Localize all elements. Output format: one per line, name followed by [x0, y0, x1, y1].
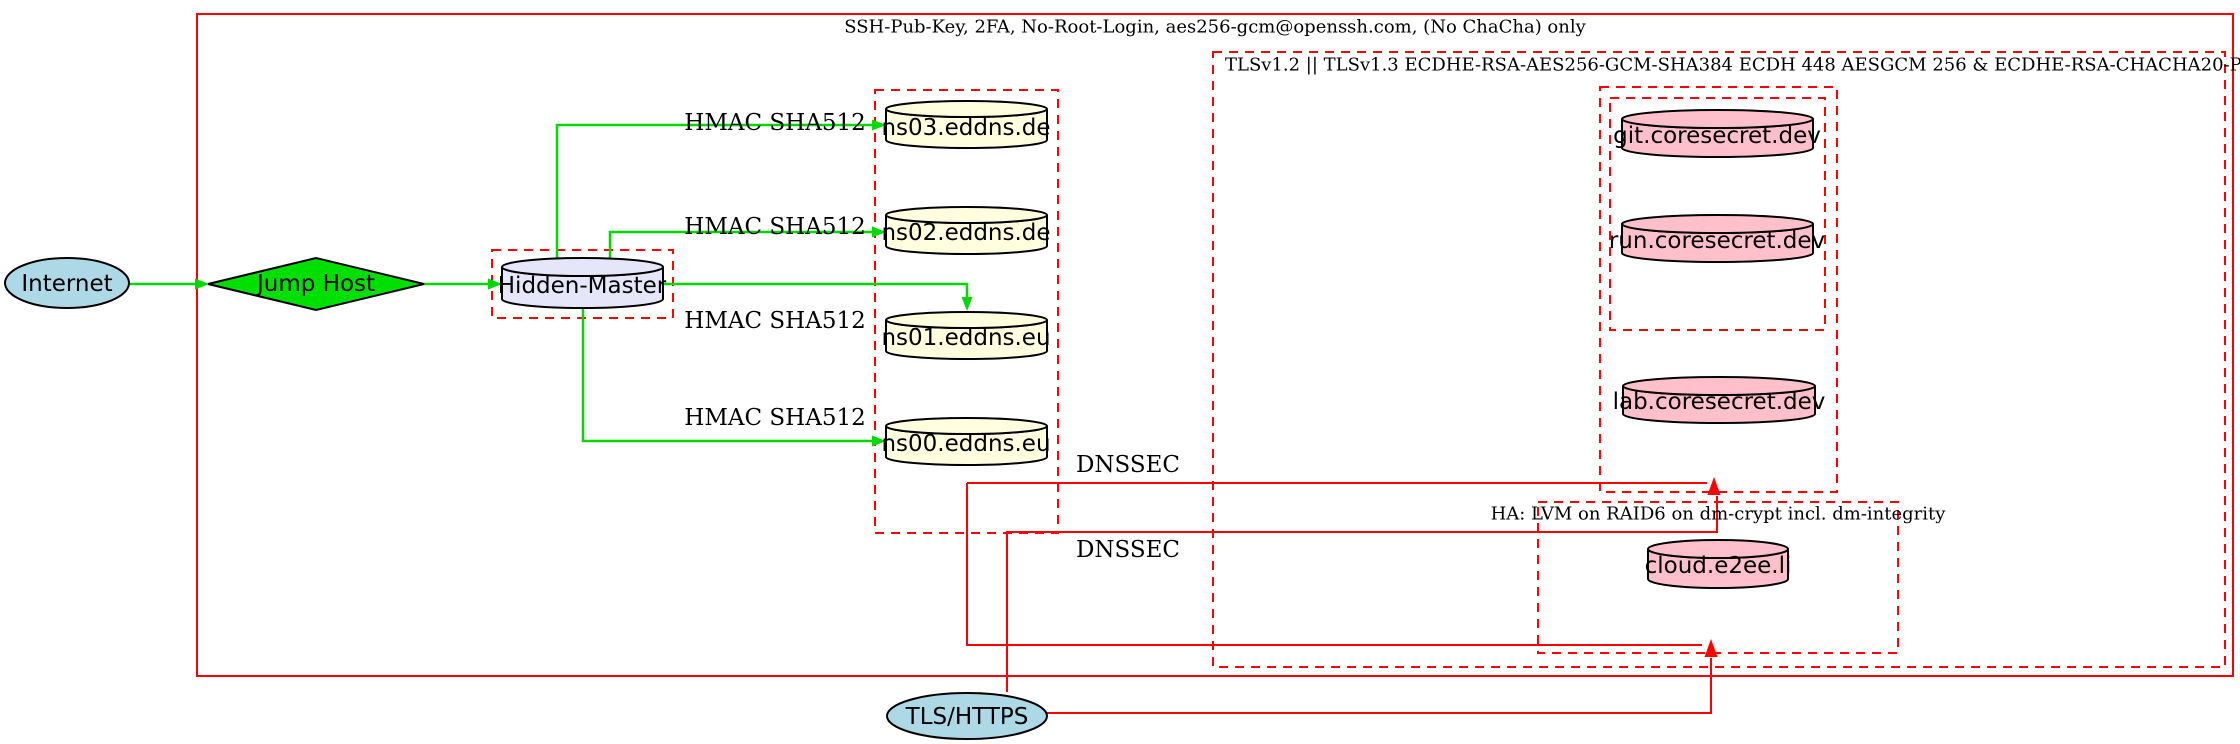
ha-zone-label: HA: LVM on RAID6 on dm-crypt incl. dm-in… [1490, 503, 1946, 525]
arrowhead-to-ns00 [872, 435, 886, 447]
arrowhead-to-ns03 [872, 119, 886, 131]
hmac-label-ns02: HMAC SHA512 [684, 214, 866, 240]
lab-node-cap [1622, 376, 1816, 396]
ssh-zone-label: SSH-Pub-Key, 2FA, No-Root-Login, aes256-… [844, 16, 1586, 38]
git-node-cap [1621, 109, 1814, 129]
hidden-master-node-label: Hidden-Master [497, 273, 667, 299]
jump-host-node [207, 256, 425, 312]
hidden-master-node-cap [501, 257, 664, 277]
cloud-node-cap [1647, 539, 1789, 559]
internet-node-label: Internet [21, 271, 113, 297]
tls-zone-label: TLSv1.2 || TLSv1.3 ECDHE-RSA-AES256-GCM-… [1225, 54, 2240, 76]
eddns-zone-box [874, 89, 1059, 534]
hmac-label-ns03: HMAC SHA512 [684, 110, 866, 136]
ns03-node-cap [885, 100, 1048, 118]
arrowhead-to-jumphost [195, 278, 209, 290]
edge-tls-to-ha [1043, 658, 1712, 714]
green-arrowheads [195, 119, 973, 447]
red-arrowheads [1704, 477, 1721, 657]
git-node-label: git.coresecret.dev [1613, 123, 1821, 149]
red-edges [966, 482, 1718, 714]
arrowhead-to-ha-zone [1704, 639, 1718, 657]
ns00-node-label: ns00.eddns.eu [881, 431, 1051, 457]
tls-https-node [886, 692, 1048, 740]
edge-dnssec-to-ha [966, 483, 1702, 646]
dnssec-label-coresecret: DNSSEC [1075, 452, 1181, 478]
arrowhead-to-coresecret-zone [1707, 477, 1721, 495]
ns01-node-label: ns01.eddns.eu [881, 325, 1051, 351]
ns03-node-label: ns03.eddns.de [881, 115, 1051, 141]
hmac-label-ns00: HMAC SHA512 [684, 405, 866, 431]
edge-tls-to-coresecret [1006, 496, 1718, 692]
arrowhead-to-hiddenmaster [488, 278, 502, 290]
ns00-node-cap [885, 417, 1048, 435]
edge-hiddenmaster-ns01 [663, 282, 969, 298]
green-edges [129, 123, 969, 443]
run-node-cap [1621, 214, 1814, 234]
ssh-zone-box [196, 13, 2234, 677]
lab-node-label: lab.coresecret.dev [1612, 389, 1826, 415]
tls-https-node-label: TLS/HTTPS [905, 704, 1029, 730]
edge-hiddenmaster-ns02 [608, 230, 873, 259]
ns01-node-cap [885, 311, 1048, 329]
jump-host-node-label: Jump Host [256, 271, 376, 297]
cloud-node-label: cloud.e2ee.li [1644, 553, 1792, 579]
ns02-node-cap [885, 206, 1048, 224]
hmac-label-ns01: HMAC SHA512 [684, 308, 866, 334]
dnssec-label-ha: DNSSEC [1075, 537, 1181, 563]
run-node-label: run.coresecret.dev [1608, 228, 1826, 254]
edge-hiddenmaster-ns00 [581, 307, 873, 443]
ns02-node-label: ns02.eddns.de [881, 220, 1051, 246]
cylinder-nodes [501, 100, 1816, 589]
arrowhead-to-ns01 [961, 297, 973, 311]
internet-node [4, 257, 130, 309]
tls-zone-box [1212, 51, 2226, 668]
edge-hiddenmaster-ns03 [555, 123, 873, 259]
arrowhead-to-ns02 [872, 226, 886, 238]
